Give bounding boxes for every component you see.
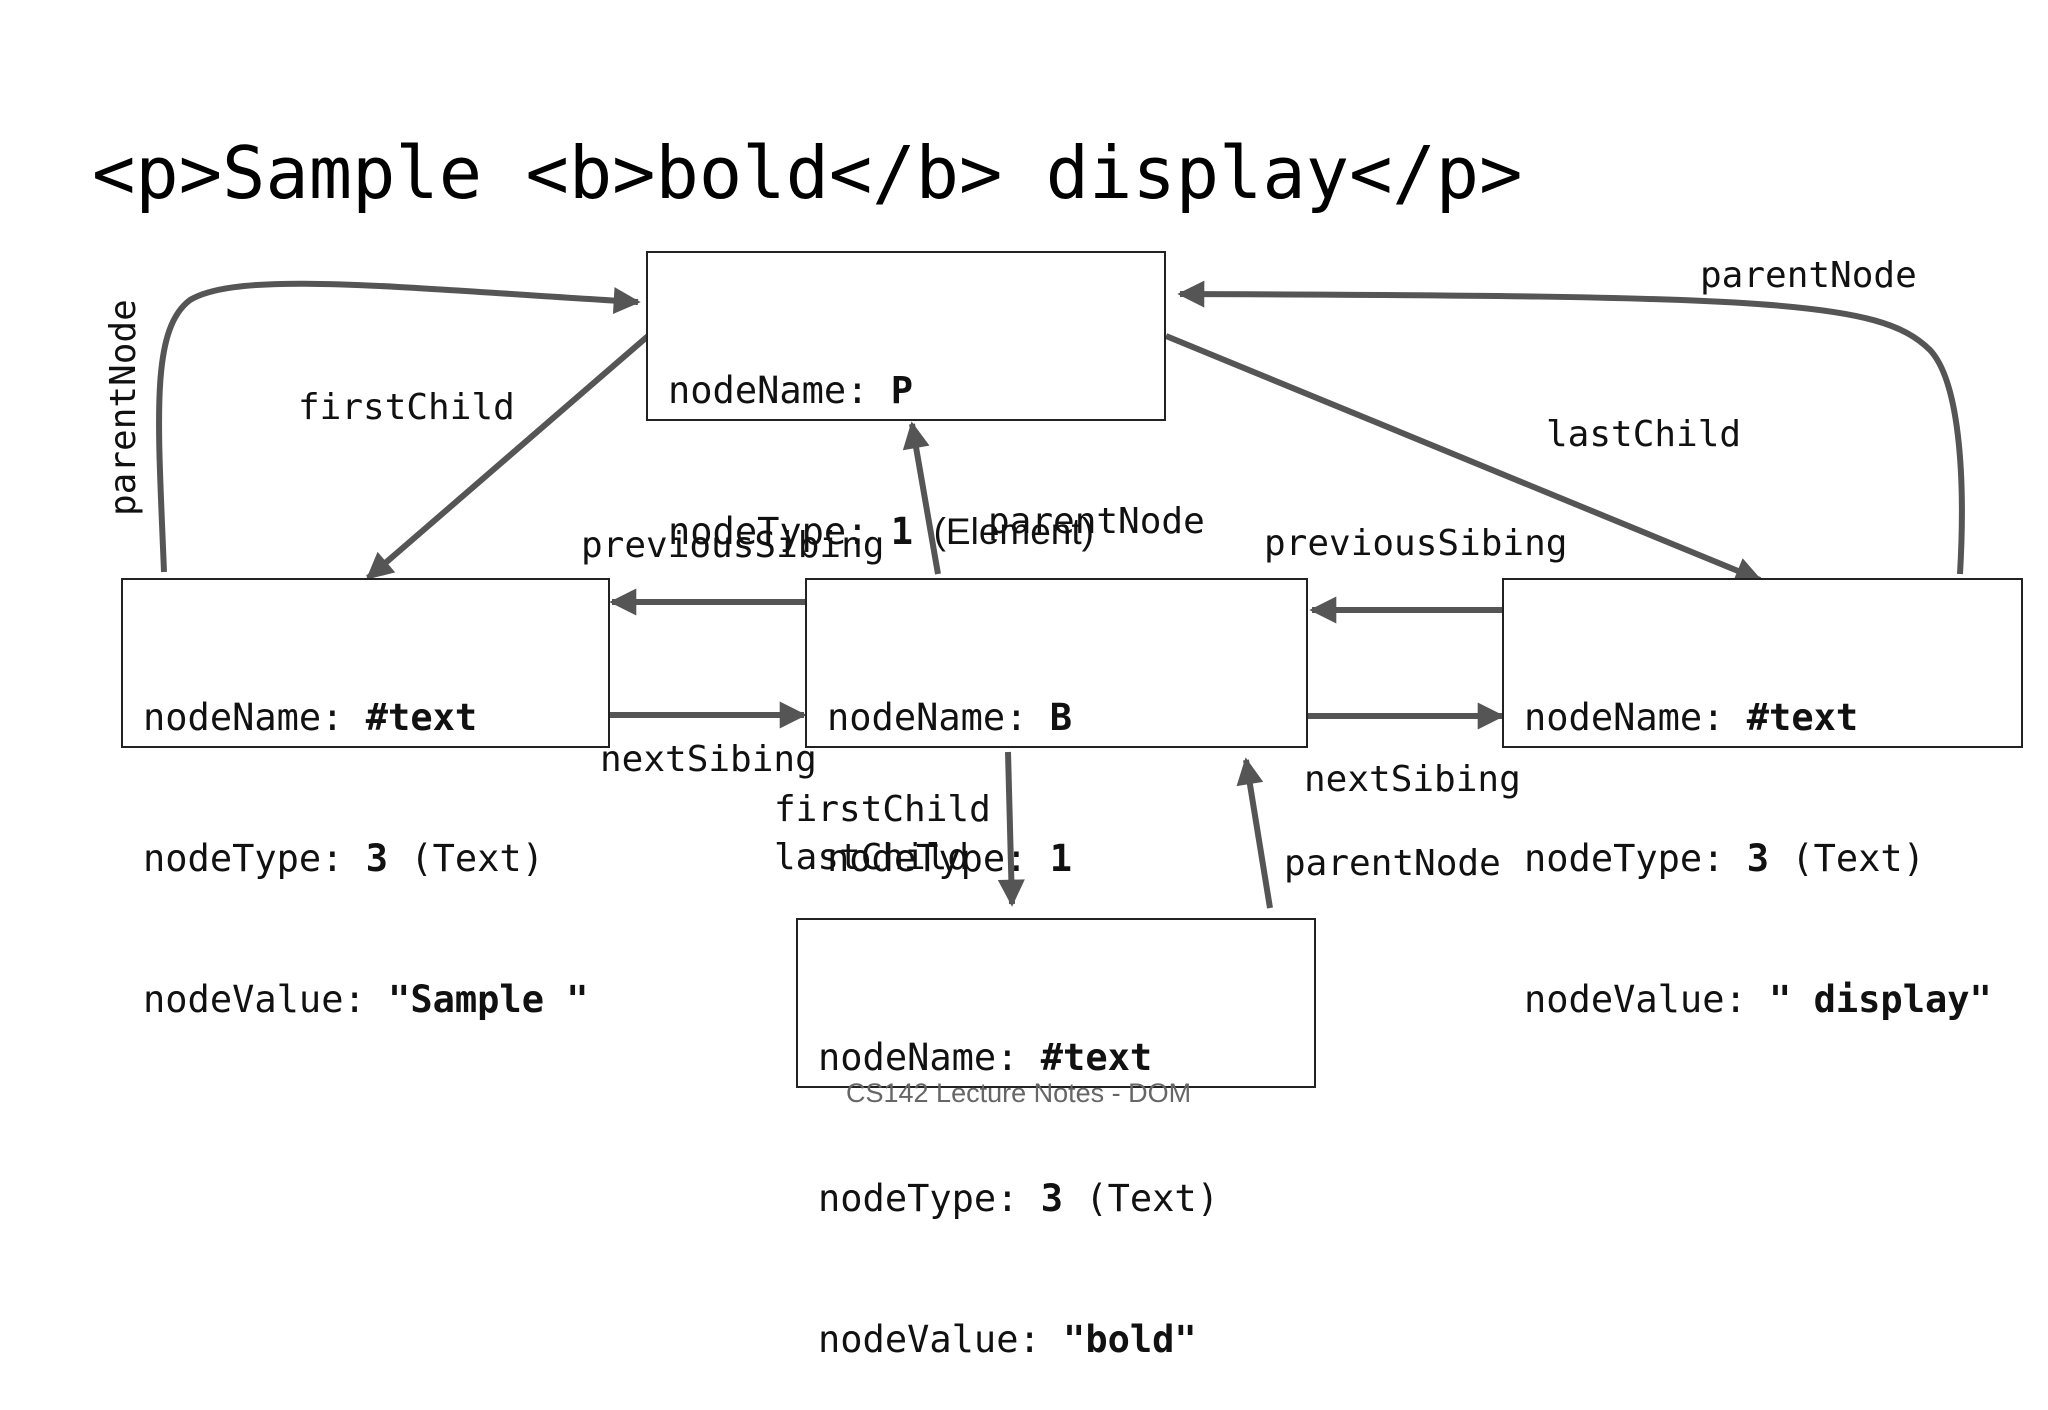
code-title: <p>Sample <b>bold</b> display</p>: [92, 131, 1523, 215]
node-bold-text: nodeName: #text nodeType: 3 (Text) nodeV…: [796, 918, 1316, 1361]
node-name-value: B: [1049, 696, 1073, 739]
node-value-value: "Sample ": [388, 978, 589, 1021]
node-name-value: #text: [365, 696, 478, 739]
node-b-element: nodeName: B nodeType: 1: [805, 578, 1308, 880]
node-type-note: (Element): [913, 511, 1094, 552]
arrow-parent-right: [1177, 280, 1965, 575]
label-previous-right: previousSibing: [1264, 523, 1568, 564]
label-last-child-top: lastChild: [1546, 414, 1742, 455]
label-first-child-top: firstChild: [298, 387, 515, 428]
label-first-child-bottom: firstChild: [774, 789, 991, 830]
node-type-note: (Text): [1769, 837, 1925, 880]
arrow-last-child-top: [1164, 333, 1763, 584]
node-type-key: nodeType:: [668, 510, 891, 553]
node-type-value: 1: [890, 510, 914, 553]
pointer-arrows: [156, 280, 1965, 909]
node-type-note: (Text): [1063, 1177, 1219, 1220]
node-value-key: nodeValue:: [1524, 978, 1770, 1021]
node-type-value: 3: [1040, 1177, 1064, 1220]
node-name-value: #text: [1746, 696, 1859, 739]
label-next-left: nextSibing: [600, 739, 817, 780]
node-name-key: nodeName:: [827, 696, 1050, 739]
arrow-parent-left: [156, 280, 641, 573]
node-value-value: " display": [1769, 978, 1992, 1021]
node-type-value: 3: [1746, 837, 1770, 880]
node-name-key: nodeName:: [668, 369, 891, 412]
node-name-key: nodeName:: [1524, 696, 1747, 739]
label-parent-bottom: parentNode: [1284, 843, 1501, 884]
arrow-b-parent: [902, 421, 941, 575]
arrow-first-child-top: [365, 333, 650, 581]
node-type-note: (Text): [388, 837, 544, 880]
label-parent-right: parentNode: [1700, 255, 1917, 296]
node-type-key: nodeType:: [143, 837, 366, 880]
node-sample-text: nodeName: #text nodeType: 3 (Text) nodeV…: [121, 578, 610, 1021]
label-last-child-bottom: lastChild: [774, 837, 970, 878]
node-name-key: nodeName:: [143, 696, 366, 739]
label-parent-left: parentNode: [103, 299, 144, 516]
label-parent-center: parentNode: [988, 501, 1205, 542]
node-value-key: nodeValue:: [143, 978, 389, 1021]
node-type-value: 3: [365, 837, 389, 880]
node-p-element: nodeName: P nodeType: 1 (Element): [646, 251, 1166, 553]
node-name-value: #text: [1040, 1036, 1153, 1079]
node-type-key: nodeType:: [818, 1177, 1041, 1220]
node-value-key: nodeValue:: [818, 1318, 1064, 1361]
node-type-key: nodeType:: [827, 837, 1050, 880]
node-display-text: nodeName: #text nodeType: 3 (Text) nodeV…: [1502, 578, 2023, 1021]
label-next-right: nextSibing: [1304, 759, 1521, 800]
arrow-b-first-child: [997, 751, 1025, 907]
node-name-value: P: [890, 369, 914, 412]
label-previous-left: previousSibing: [581, 525, 885, 566]
node-type-value: 1: [1049, 837, 1073, 880]
node-type-key: nodeType:: [1524, 837, 1747, 880]
arrow-bold-parent: [1236, 757, 1273, 909]
footer-caption: CS142 Lecture Notes - DOM: [846, 1078, 1192, 1108]
node-name-key: nodeName:: [818, 1036, 1041, 1079]
node-value-value: "bold": [1063, 1318, 1197, 1361]
